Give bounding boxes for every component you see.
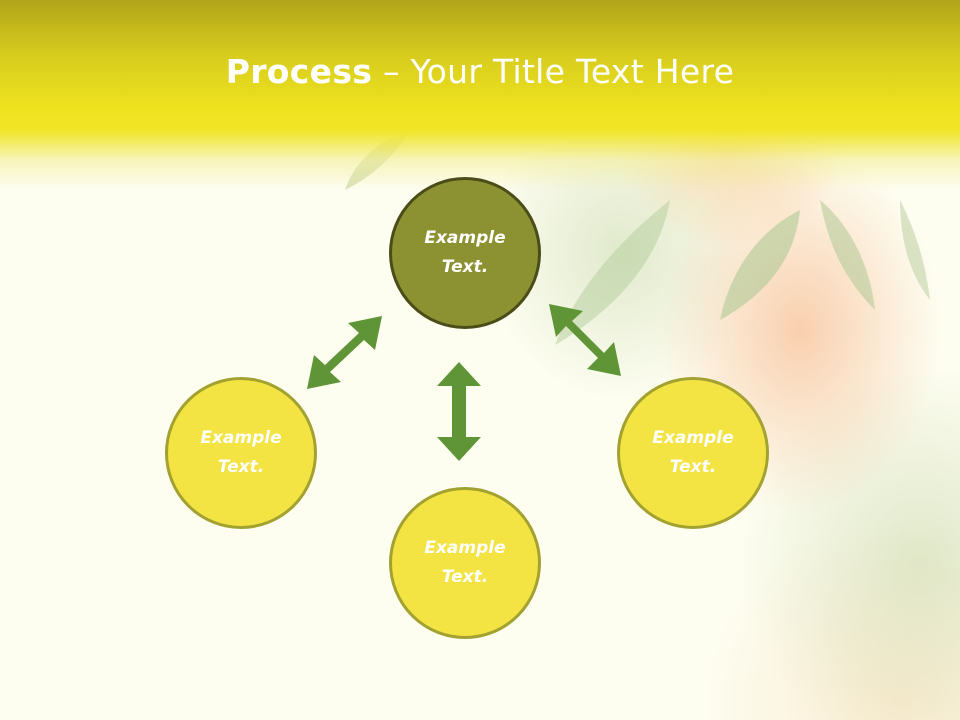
leaf-shape <box>820 200 875 310</box>
process-node-center: Example Text. <box>389 177 541 329</box>
title-bold: Process <box>225 52 373 91</box>
node-center-text: Example Text. <box>424 228 506 277</box>
node-bottom-text: Example Text. <box>424 538 506 587</box>
leaf-shape <box>900 200 930 300</box>
node-left-text: Example Text. <box>200 428 282 477</box>
process-node-bottom: Example Text. <box>389 487 541 639</box>
title-rest: – Your Title Text Here <box>372 52 735 91</box>
leaf-shape <box>720 210 800 320</box>
arrow-right-diagonal <box>549 304 621 376</box>
process-node-left: Example Text. <box>165 377 317 529</box>
leaf-shape <box>555 200 670 345</box>
node-right-text: Example Text. <box>652 428 734 477</box>
process-node-right: Example Text. <box>617 377 769 529</box>
page-title: Process – Your Title Text Here <box>0 52 960 91</box>
arrow-vertical <box>437 362 481 461</box>
title-bar: Process – Your Title Text Here <box>0 0 960 190</box>
arrow-left-diagonal <box>307 316 382 389</box>
